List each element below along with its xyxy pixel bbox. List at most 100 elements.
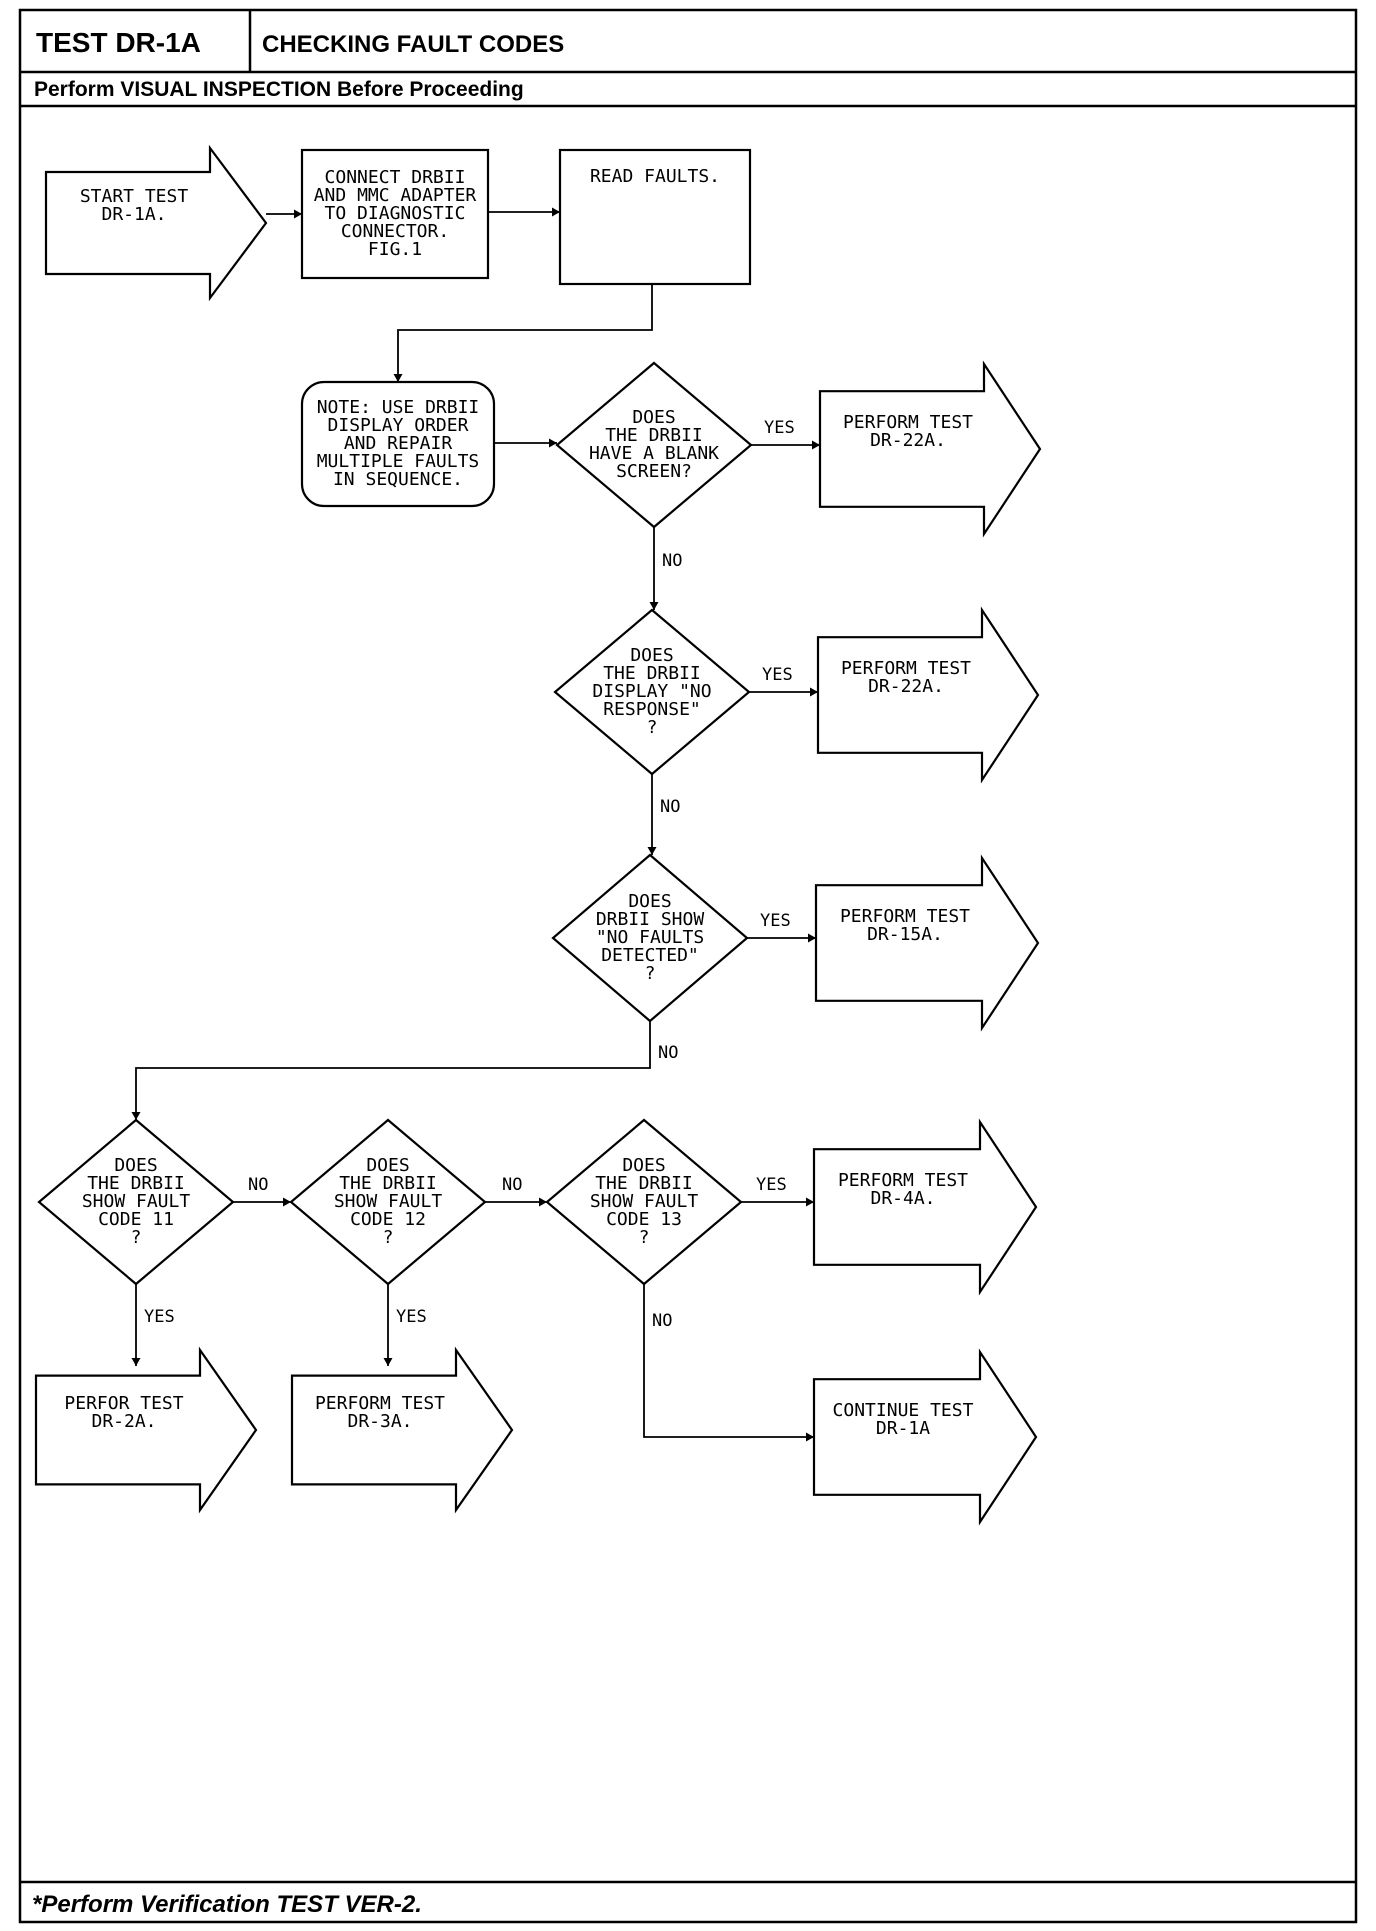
arrowhead <box>393 374 403 382</box>
edge-label-no: NO <box>248 1175 268 1195</box>
connector-read-to-note <box>397 284 653 382</box>
node-text-line: PERFORM TEST <box>841 658 971 679</box>
edge-label-no: NO <box>658 1043 678 1063</box>
node-text-line: THE DRBII <box>339 1173 437 1194</box>
arrowhead <box>806 1432 814 1442</box>
edge-label-yes: YES <box>764 418 795 438</box>
arrowhead <box>808 933 816 943</box>
arrowhead <box>131 1112 141 1120</box>
arrowhead <box>539 1197 547 1207</box>
decision-diamond <box>545 1118 743 1286</box>
arrowhead <box>806 1197 814 1207</box>
arrowhead <box>383 1358 393 1366</box>
node-text-line: CONNECTOR. <box>341 221 449 242</box>
node-text-line: DR-22A. <box>868 676 944 697</box>
edge-labels: YES NO YES NO YES NO NO YES NO YES YES NO <box>144 418 795 1331</box>
node-text-line: PERFORM TEST <box>840 906 970 927</box>
edge-label-yes: YES <box>396 1307 427 1327</box>
arrowhead <box>810 687 818 697</box>
node-text-line: HAVE A BLANK <box>589 443 719 464</box>
node-text-line: NOTE: USE DRBII <box>317 397 480 418</box>
edge-label-no: NO <box>652 1311 672 1331</box>
node-text-line: PERFOR TEST <box>64 1393 183 1414</box>
edge-label-yes: YES <box>760 911 791 931</box>
node-text-line: RESPONSE" <box>603 699 701 720</box>
arrowhead <box>131 1358 141 1366</box>
node-text-line: DOES <box>114 1155 157 1176</box>
result-arrow <box>818 360 1042 538</box>
node-text-line: DOES <box>366 1155 409 1176</box>
node-text-line: PERFORM TEST <box>838 1170 968 1191</box>
node-text-line: DR-1A <box>876 1418 930 1439</box>
result-arrow <box>812 1348 1038 1526</box>
edge-label-no: NO <box>502 1175 522 1195</box>
node-text-line: TO DIAGNOSTIC <box>325 203 466 224</box>
node-text-line: CODE 11 <box>98 1209 174 1230</box>
edge-label-no: NO <box>662 551 682 571</box>
decision-diamond <box>553 608 751 776</box>
node-text-line: DR-4A. <box>870 1188 935 1209</box>
connector-q-13-to-cont1a <box>643 1284 814 1438</box>
node-text-line: ? <box>647 717 658 738</box>
node-text-line: PERFORM TEST <box>843 412 973 433</box>
node-text-line: SHOW FAULT <box>590 1191 699 1212</box>
node-text-line: DOES <box>628 891 671 912</box>
arrowhead <box>649 602 659 610</box>
edge-label-no: NO <box>660 797 680 817</box>
arrowhead <box>294 209 302 219</box>
node-text-line: FIG.1 <box>368 239 422 260</box>
node-text-line: AND REPAIR <box>344 433 453 454</box>
node-text-line: "NO FAULTS <box>596 927 704 948</box>
decision-diamond <box>551 853 749 1023</box>
page-subtitle: Perform VISUAL INSPECTION Before Proceed… <box>34 78 524 101</box>
footer-note: *Perform Verification TEST VER-2. <box>32 1891 422 1918</box>
result-arrow <box>816 606 1040 784</box>
node-read: READ FAULTS. <box>558 148 752 286</box>
decision-diamond <box>37 1118 235 1286</box>
decision-diamond <box>555 361 753 529</box>
node-text-line: DOES <box>632 407 675 428</box>
node-text-line: THE DRBII <box>603 663 701 684</box>
node-text-line: ? <box>639 1227 650 1248</box>
node-text-line: DR-15A. <box>867 924 943 945</box>
node-text-line: DISPLAY "NO <box>592 681 711 702</box>
node-text-line: DR-22A. <box>870 430 946 451</box>
arrowhead <box>283 1197 291 1207</box>
arrowhead <box>812 440 820 450</box>
decision-diamond <box>289 1118 487 1286</box>
node-text-line: DR-2A. <box>91 1411 156 1432</box>
connectors <box>131 207 820 1442</box>
edge-label-yes: YES <box>144 1307 175 1327</box>
process-box <box>558 148 752 286</box>
node-text-line: THE DRBII <box>595 1173 693 1194</box>
node-text-line: AND MMC ADAPTER <box>314 185 477 206</box>
arrowhead <box>647 847 657 855</box>
node-text-line: CODE 13 <box>606 1209 682 1230</box>
edge-label-yes: YES <box>762 665 793 685</box>
result-arrow <box>814 854 1040 1032</box>
process-box <box>300 148 490 280</box>
edge-label-yes: YES <box>756 1175 787 1195</box>
node-text-line: THE DRBII <box>87 1173 185 1194</box>
arrowhead <box>549 438 557 448</box>
page-frame <box>18 8 1358 1924</box>
test-id: TEST DR-1A <box>36 27 201 58</box>
node-text-line: START TEST <box>80 186 189 207</box>
node-text-line: CODE 12 <box>350 1209 426 1230</box>
node-text-line: ? <box>383 1227 394 1248</box>
